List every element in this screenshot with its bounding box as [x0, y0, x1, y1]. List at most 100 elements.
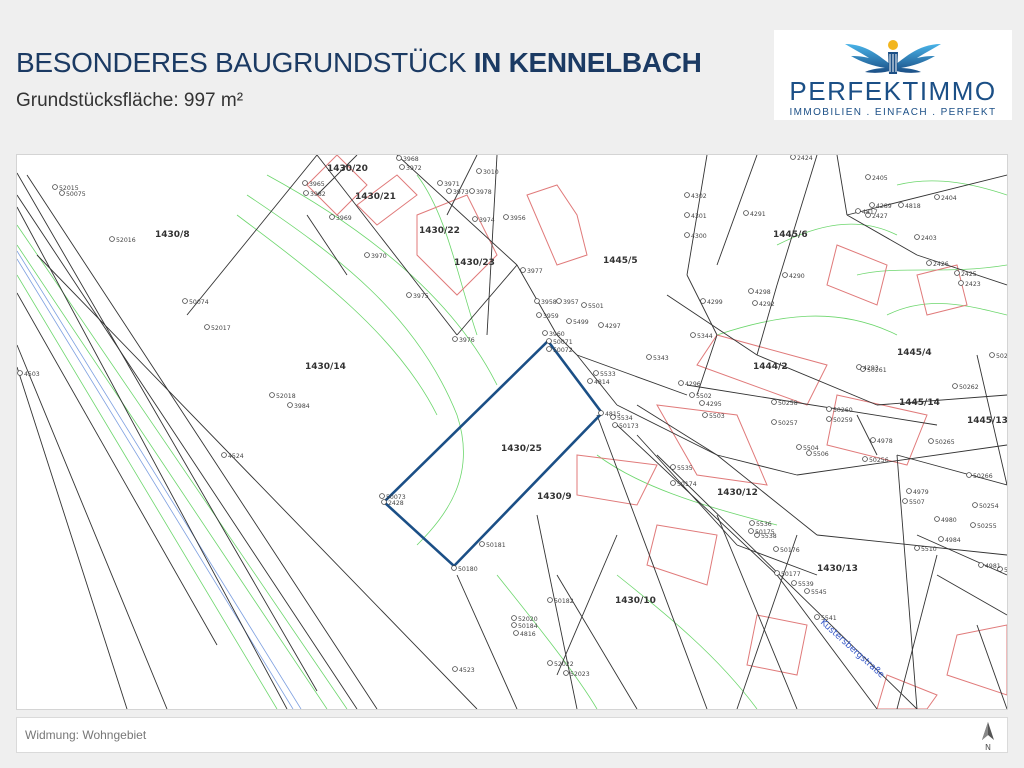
survey-point-marker	[566, 318, 572, 324]
parcel-label: 1430/8	[155, 230, 190, 240]
survey-point-marker	[966, 472, 972, 478]
north-arrow-icon: N	[982, 722, 994, 752]
survey-point-label: 50254	[979, 503, 999, 510]
survey-point-label: 50181	[486, 542, 506, 549]
survey-point-label: 5504	[803, 445, 819, 452]
survey-point-marker	[782, 272, 788, 278]
survey-point-marker	[469, 188, 475, 194]
survey-point-label: 50256	[869, 457, 889, 464]
survey-point-marker	[437, 180, 443, 186]
survey-point-marker	[773, 546, 779, 552]
survey-point-marker	[520, 267, 526, 273]
survey-point-label: 3971	[444, 181, 460, 188]
parcel-label: 1445/14	[899, 398, 940, 408]
survey-point-label: 3956	[510, 215, 526, 222]
survey-point-label: 3970	[371, 253, 387, 260]
survey-point-marker	[748, 288, 754, 294]
survey-point-label: 4295	[706, 401, 722, 408]
survey-point-label: 3976	[459, 337, 475, 344]
survey-point-label: 4818	[905, 203, 921, 210]
survey-point-marker	[204, 324, 210, 330]
parcel-label: 1430/13	[817, 564, 858, 574]
survey-point-label: 50173	[619, 423, 639, 430]
survey-point-marker	[702, 412, 708, 418]
survey-point-label: 50075	[66, 191, 86, 198]
title-bold: IN KENNELBACH	[473, 47, 702, 78]
survey-point-label: 52023	[570, 671, 590, 678]
survey-point-label: 50180	[458, 566, 478, 573]
survey-point-label: 50072	[553, 347, 573, 354]
survey-point-marker	[379, 493, 385, 499]
parcel-label: 1430/20	[327, 164, 368, 174]
survey-point-label: 4984	[945, 537, 961, 544]
survey-point-label: 52017	[211, 325, 231, 332]
survey-point-marker	[860, 366, 866, 372]
survey-point-marker	[934, 516, 940, 522]
survey-point-label: 50074	[189, 299, 209, 306]
survey-point-marker	[612, 422, 618, 428]
survey-point-marker	[598, 410, 604, 416]
survey-point-label: 2426	[933, 261, 949, 268]
survey-point-label: 2427	[872, 213, 888, 220]
survey-point-label: 3975	[413, 293, 429, 300]
survey-point-label: 5499	[573, 319, 589, 326]
survey-point-label: 52015	[59, 185, 79, 192]
survey-point-label: 4289	[876, 203, 892, 210]
survey-point-marker	[511, 622, 517, 628]
survey-point-marker	[970, 522, 976, 528]
logo-tagline: IMMOBILIEN . EINFACH . PERFEKT	[789, 107, 997, 118]
survey-point-label: 5535	[677, 465, 693, 472]
survey-point-label: 4978	[877, 438, 893, 445]
survey-point-label: 50259	[833, 417, 853, 424]
survey-point-marker	[855, 208, 861, 214]
survey-point-label: 4301	[691, 213, 707, 220]
highlighted-plot-boundary[interactable]	[382, 339, 604, 568]
survey-point-label: 4291	[750, 211, 766, 218]
survey-point-marker	[472, 216, 478, 222]
street-label: Kustersbergstraße	[818, 618, 886, 681]
survey-point-label: 5539	[798, 581, 814, 588]
survey-point-label: 4816	[520, 631, 536, 638]
survey-point-label: 4290	[789, 273, 805, 280]
survey-point-marker	[587, 378, 593, 384]
survey-point-label: 5503	[709, 413, 725, 420]
survey-point-marker	[865, 174, 871, 180]
survey-point-label: 2425	[961, 271, 977, 278]
survey-point-marker	[934, 194, 940, 200]
survey-point-marker	[546, 346, 552, 352]
survey-point-marker	[581, 302, 587, 308]
survey-point-marker	[536, 312, 542, 318]
survey-point-marker	[546, 338, 552, 344]
survey-point-marker	[752, 300, 758, 306]
survey-point-label: 4293	[863, 365, 879, 372]
survey-point-label: 5343	[653, 355, 669, 362]
survey-point-marker	[547, 597, 553, 603]
survey-point-marker	[109, 236, 115, 242]
survey-point-marker	[59, 190, 65, 196]
survey-point-marker	[954, 270, 960, 276]
survey-point-marker	[598, 322, 604, 328]
survey-point-marker	[364, 252, 370, 258]
survey-point-label: 50261	[867, 367, 887, 374]
survey-point-label: 3969	[336, 215, 352, 222]
survey-point-label: 5511	[1004, 567, 1007, 574]
survey-point-marker	[972, 502, 978, 508]
survey-point-label: 5344	[697, 333, 713, 340]
survey-point-label: 50263	[996, 353, 1007, 360]
survey-point-marker	[689, 392, 695, 398]
parcel-label: 1445/5	[603, 256, 638, 266]
survey-point-label: 3978	[476, 189, 492, 196]
survey-point-label: 50174	[677, 481, 697, 488]
survey-point-label: 4298	[755, 289, 771, 296]
survey-point-marker	[182, 298, 188, 304]
survey-point-marker	[479, 541, 485, 547]
survey-point-label: 50265	[935, 439, 955, 446]
survey-point-marker	[952, 383, 958, 389]
survey-point-marker	[906, 488, 912, 494]
survey-point-marker	[806, 450, 812, 456]
survey-point-marker	[771, 399, 777, 405]
parcel-label: 1430/23	[454, 258, 495, 268]
survey-point-label: 3982	[310, 191, 326, 198]
eagle-wings-icon	[845, 40, 941, 74]
